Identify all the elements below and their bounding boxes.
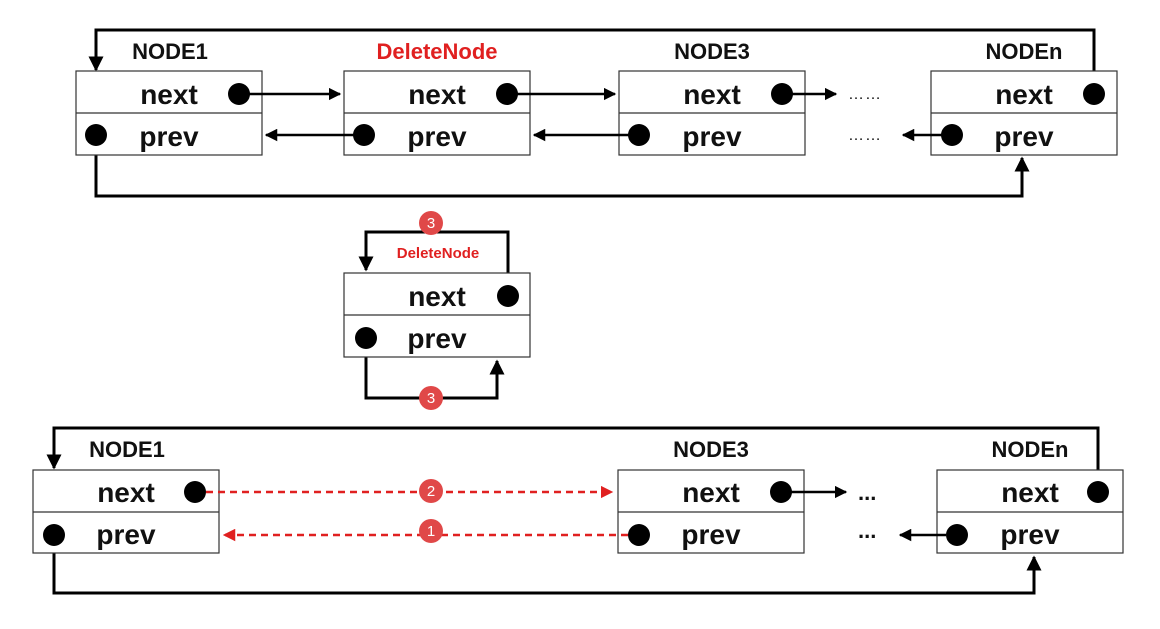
bottom-wrap-next-wire [46,426,1100,492]
top-row: NODE1 next prev DeleteNode next prev NOD… [75,28,1118,198]
svg-text:2: 2 [427,483,435,500]
svg-text:1: 1 [427,523,435,540]
svg-text:3: 3 [427,390,435,407]
top-node3: NODE3 next prev [618,39,806,156]
prev-field-label: prev [407,323,467,354]
prev-pointer-dot [941,124,963,146]
next-pointer-dot [184,481,206,503]
prev-field-label: prev [994,121,1054,152]
node-title: NODE1 [89,437,165,462]
bottom-node1: NODE1 next prev [32,437,220,554]
bottom-wrap-prev-wire [52,535,1042,595]
next-field-label: next [408,79,466,110]
node-title: DeleteNode [397,245,480,262]
prev-field-label: prev [681,519,741,550]
prev-pointer-dot [628,124,650,146]
next-field-label: next [97,477,155,508]
node-title: NODEn [992,437,1069,462]
next-field-label: next [995,79,1053,110]
prev-field-label: prev [139,121,199,152]
node-title: NODE1 [132,39,208,64]
next-pointer-dot [496,83,518,105]
ellipsis-prev: …… [848,127,882,144]
top-node1: NODE1 next prev [75,39,263,156]
next-pointer-dot [770,481,792,503]
step-badge: 1 [419,519,443,543]
bottom-row: NODE1 next prev NODE3 next prev NODEn ne… [32,426,1124,595]
next-field-label: next [682,477,740,508]
top-wrap-next-wire [88,28,1096,94]
top-noden: NODEn next prev [930,39,1118,156]
node-title: NODE3 [674,39,750,64]
ellipsis-next: …… [848,86,882,103]
next-pointer-dot [771,83,793,105]
prev-field-label: prev [1000,519,1060,550]
step-badge: 2 [419,479,443,503]
top-wrap-prev-wire [94,135,1030,198]
next-pointer-dot [497,285,519,307]
node-title: DeleteNode [376,39,497,64]
next-pointer-dot [1087,481,1109,503]
next-field-label: next [1001,477,1059,508]
next-field-label: next [140,79,198,110]
ellipsis-prev: ... [858,518,876,543]
svg-text:3: 3 [427,215,435,232]
bottom-node3: NODE3 next prev [617,437,805,554]
next-field-label: next [683,79,741,110]
top-delete-node: DeleteNode next prev [343,39,531,156]
prev-pointer-dot [353,124,375,146]
prev-pointer-dot [43,524,65,546]
prev-pointer-dot [946,524,968,546]
next-pointer-dot [228,83,250,105]
step-badge: 3 [419,211,443,235]
prev-field-label: prev [96,519,156,550]
next-field-label: next [408,281,466,312]
step-badge: 3 [419,386,443,410]
ellipsis-next: ... [858,480,876,505]
prev-field-label: prev [407,121,467,152]
prev-pointer-dot [85,124,107,146]
node-title: NODEn [986,39,1063,64]
bottom-noden: NODEn next prev [936,437,1124,554]
prev-pointer-dot [355,327,377,349]
next-pointer-dot [1083,83,1105,105]
node-title: NODE3 [673,437,749,462]
isolated-delete-node: 3 DeleteNode next prev 3 [343,211,531,410]
prev-field-label: prev [682,121,742,152]
prev-pointer-dot [628,524,650,546]
